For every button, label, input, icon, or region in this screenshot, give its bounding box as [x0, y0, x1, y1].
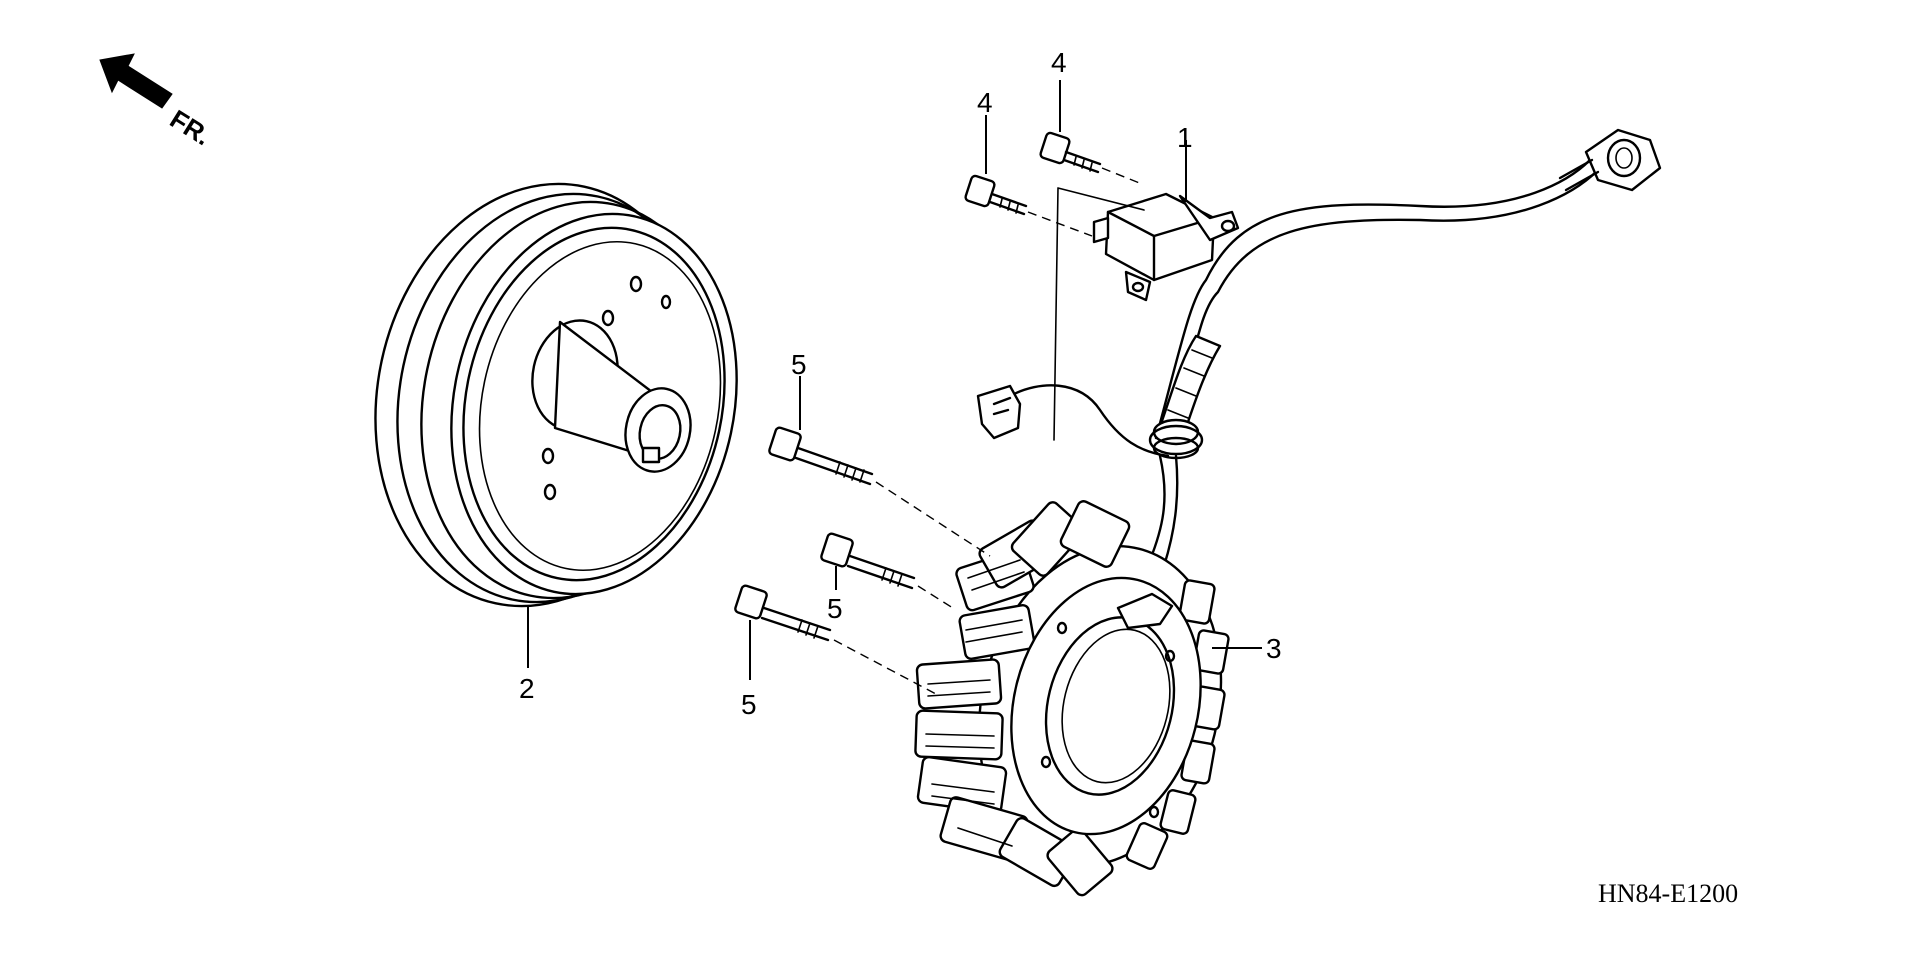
callout-part-1: 1	[1177, 122, 1193, 153]
stator	[914, 500, 1262, 897]
callout-part-5-middle: 5	[827, 593, 843, 624]
front-direction-label: FR.	[165, 104, 216, 152]
diagram-code: HN84-E1200	[1598, 879, 1738, 908]
wiring-harness	[976, 128, 1662, 568]
front-arrow-icon	[99, 53, 173, 109]
callout-part-5-lower: 5	[741, 689, 757, 720]
callout-part-3: 3	[1266, 633, 1282, 664]
callout-part-4-lower: 4	[977, 87, 993, 118]
pulser-unit	[1053, 140, 1240, 441]
bolt-part-4-lower	[964, 115, 1028, 216]
front-direction-indicator: FR.	[99, 53, 216, 152]
flywheel	[374, 182, 738, 668]
bolt-part-4-upper	[1039, 80, 1102, 174]
bolt-part-5-upper	[768, 376, 874, 486]
bolt-part-5-lower	[734, 584, 832, 680]
callout-part-2: 2	[519, 673, 535, 704]
callout-part-4-upper: 4	[1051, 47, 1067, 78]
bolt-part-5-middle	[820, 532, 916, 590]
callout-part-5-upper: 5	[791, 349, 807, 380]
